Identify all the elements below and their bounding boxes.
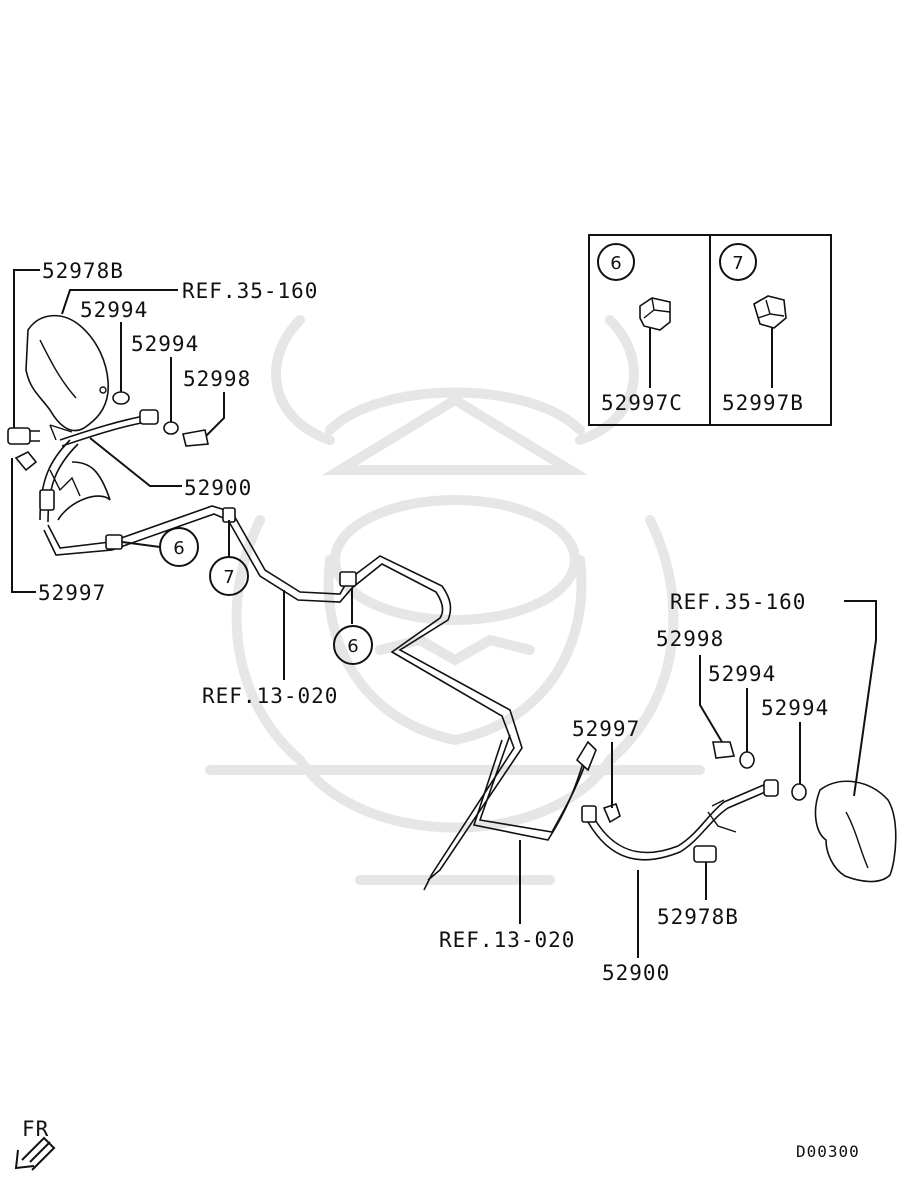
left-washer-2 <box>163 421 179 435</box>
label-52994-left-2: 52994 <box>131 332 199 356</box>
watermark-emblem <box>205 315 705 885</box>
front-arrow-icon <box>14 1136 56 1171</box>
callout-7-text: 7 <box>223 567 234 588</box>
leader-lines <box>11 269 877 958</box>
label-52900-left: 52900 <box>184 476 252 500</box>
right-caliper-outline <box>814 780 897 883</box>
label-52978B-right: 52978B <box>657 905 739 929</box>
label-52997-left: 52997 <box>38 581 106 605</box>
label-ref-35-160-right: REF.35-160 <box>670 590 806 614</box>
callout-6-center: 6 <box>333 625 373 665</box>
right-bolt-52978B <box>693 845 717 863</box>
label-52994-left-1: 52994 <box>80 298 148 322</box>
label-52978B-left: 52978B <box>42 259 124 283</box>
label-ref-13-020-right: REF.13-020 <box>439 928 575 952</box>
callout-6-center-text: 6 <box>347 636 358 657</box>
label-52994-right-1: 52994 <box>708 662 776 686</box>
right-washer-1 <box>739 751 755 769</box>
label-ref-35-160-left: REF.35-160 <box>182 279 318 303</box>
front-direction-indicator: FR <box>14 1117 56 1171</box>
legend-label-52997C: 52997C <box>601 391 683 415</box>
right-washer-2 <box>791 783 807 801</box>
front-direction-label: FR <box>22 1117 49 1141</box>
pipe-clip-7a <box>222 507 236 523</box>
left-clip-52997 <box>14 450 38 472</box>
callout-6-left: 6 <box>159 527 199 567</box>
label-52900-right: 52900 <box>602 961 670 985</box>
pipe-clip-6b <box>339 571 357 587</box>
label-ref-13-020-left: REF.13-020 <box>202 684 338 708</box>
clip-legend-box: 6 7 52997C 52997B <box>588 234 832 426</box>
brake-pipe-lines <box>43 461 597 891</box>
pipe-clip-6a <box>105 534 123 550</box>
diagram-code: D00300 <box>796 1142 860 1161</box>
left-caliper-outline <box>25 314 109 432</box>
clip-52997C-shape <box>639 297 671 331</box>
right-union-bolt <box>712 741 736 759</box>
label-52997-right: 52997 <box>572 717 640 741</box>
left-brake-assembly <box>7 314 209 523</box>
legend-callout-6 <box>597 243 635 281</box>
left-bolt-52978B <box>7 427 31 445</box>
legend-callout-7 <box>719 243 757 281</box>
label-52994-right-2: 52994 <box>761 696 829 720</box>
label-52998-left: 52998 <box>183 367 251 391</box>
right-brake-assembly <box>581 741 897 883</box>
callout-7: 7 <box>209 556 249 596</box>
callout-6-left-text: 6 <box>173 538 184 559</box>
legend-callout-6-text: 6 <box>610 253 621 274</box>
left-washer-1 <box>112 391 130 405</box>
label-52998-right: 52998 <box>656 627 724 651</box>
left-union-bolt <box>182 429 209 447</box>
legend-callout-7-text: 7 <box>732 253 743 274</box>
legend-label-52997B: 52997B <box>722 391 804 415</box>
